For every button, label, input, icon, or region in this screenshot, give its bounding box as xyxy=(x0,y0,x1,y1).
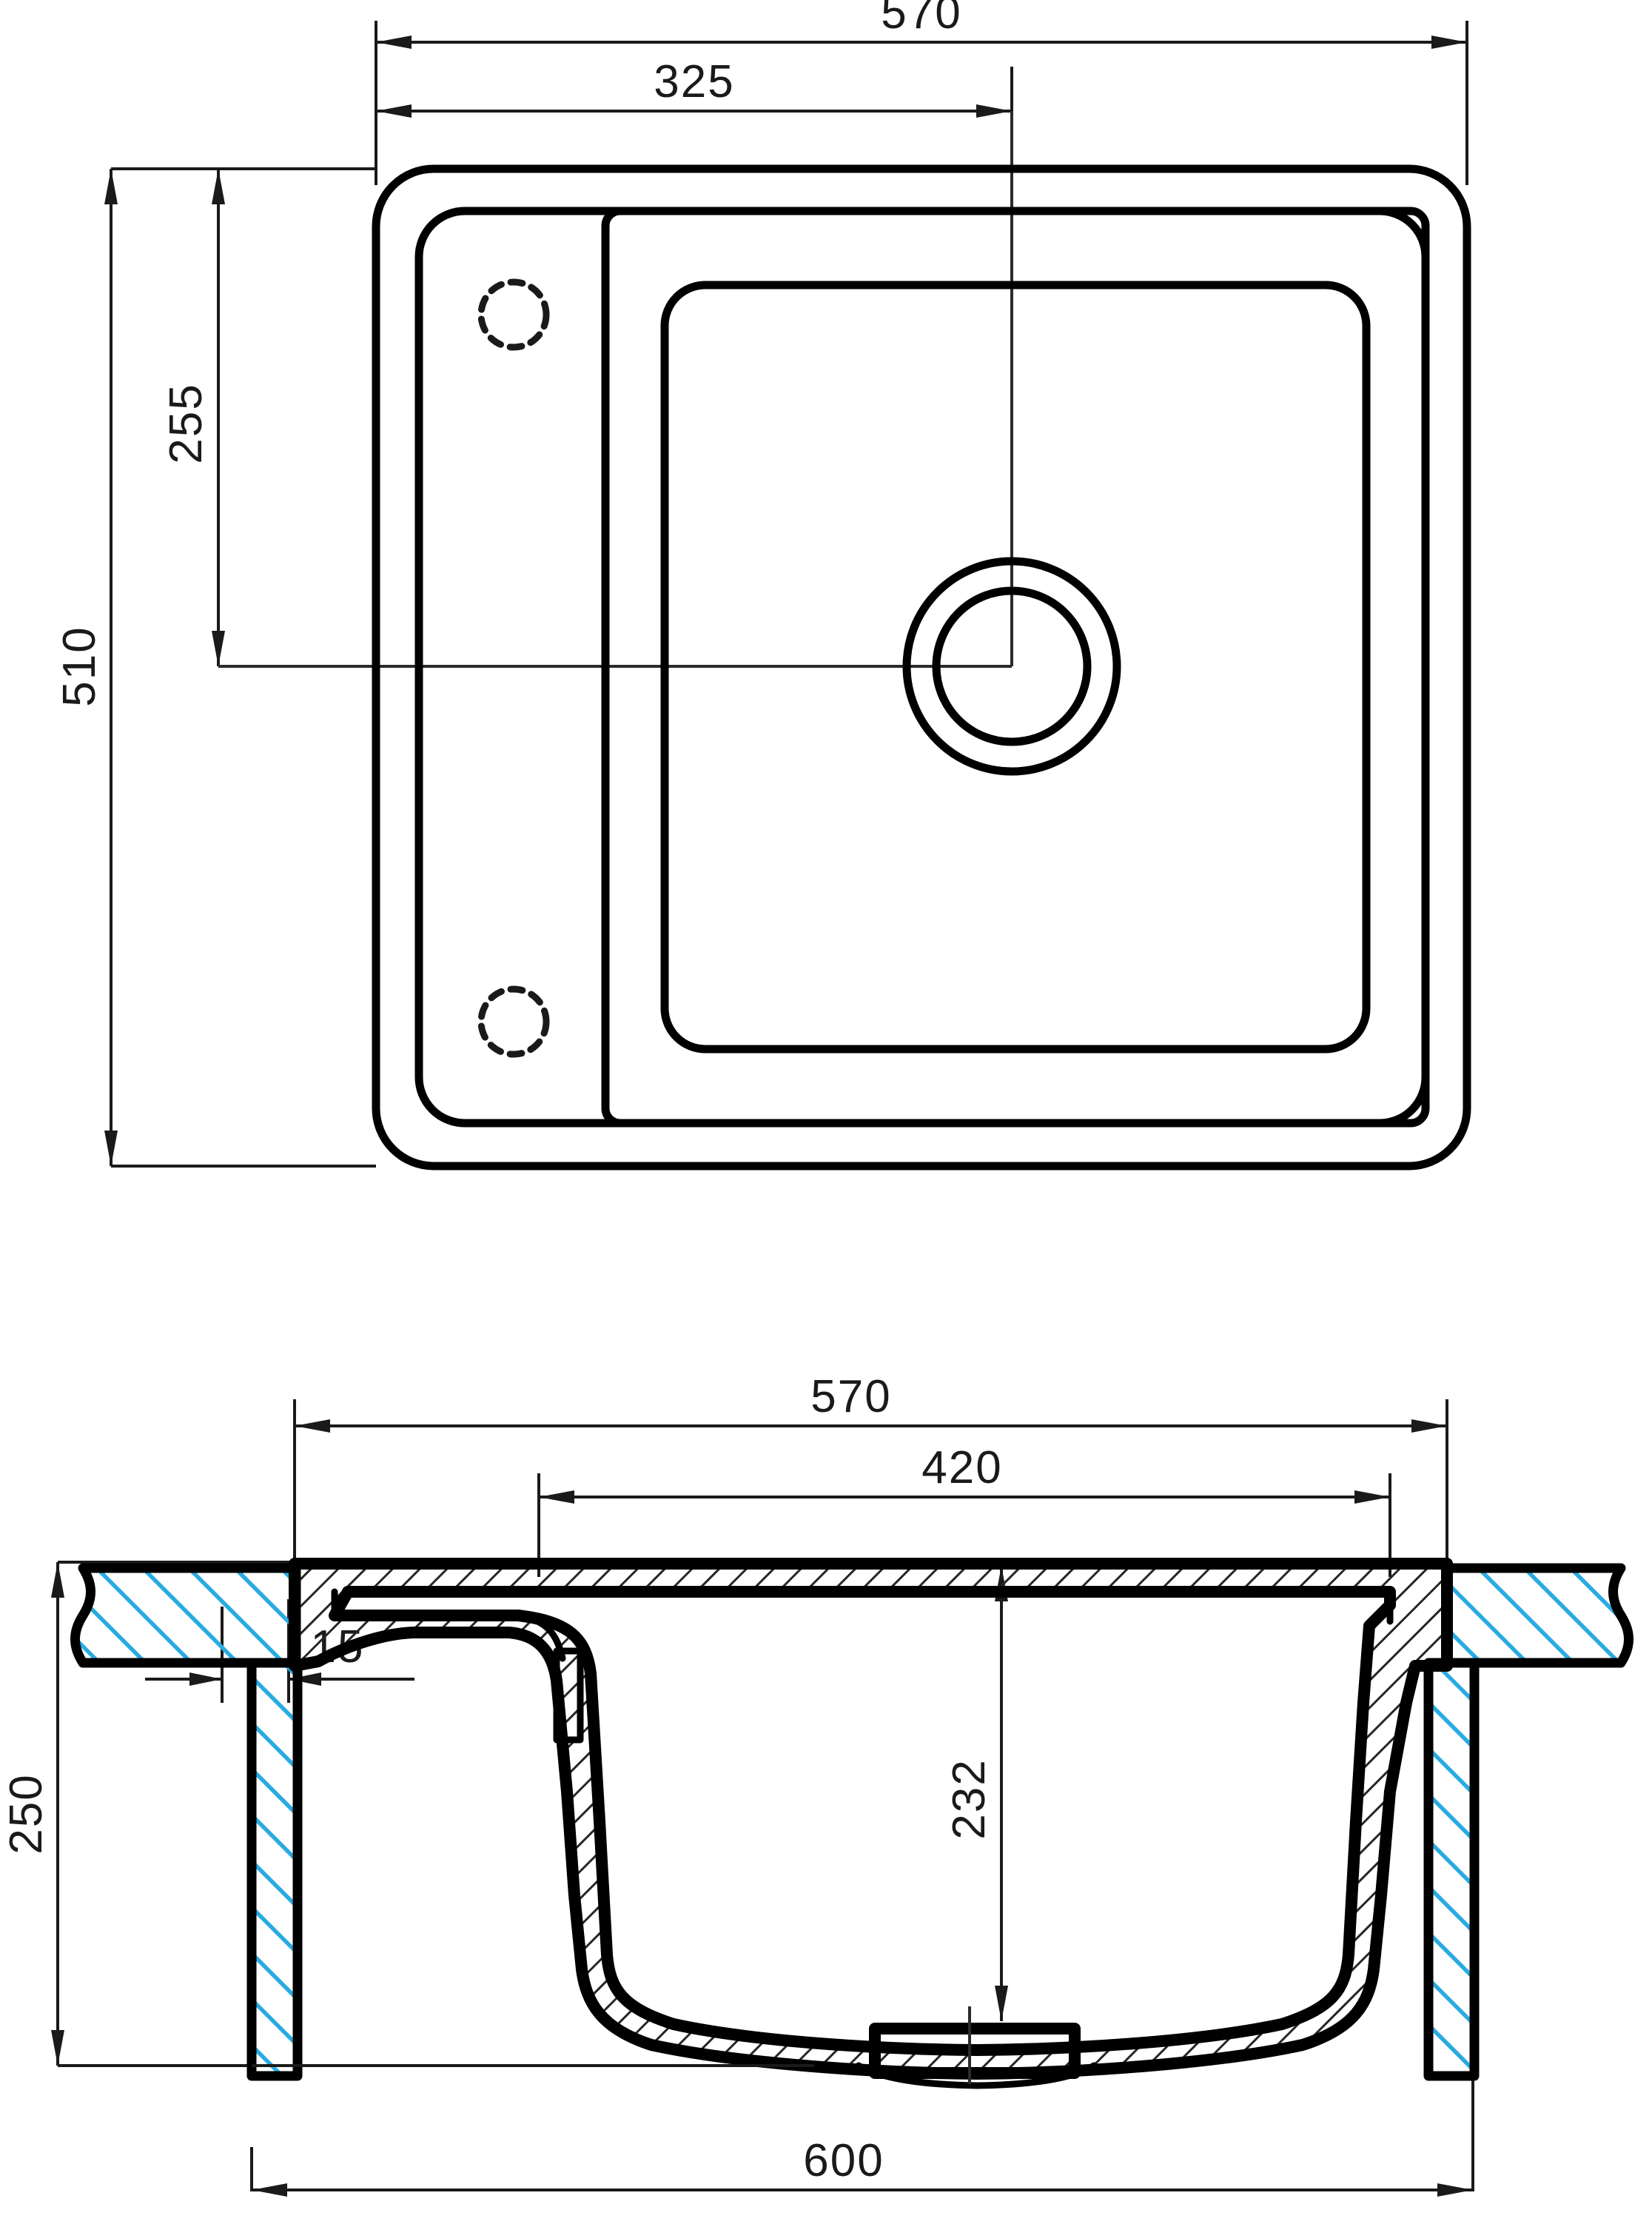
sink-outer-profile xyxy=(289,1558,1453,2080)
dim-label-top-570: 570 xyxy=(881,0,961,38)
sink-rim-detail-left xyxy=(292,1564,584,1744)
section-view-group: 570 420 250 232 xyxy=(1,1371,1633,2197)
drain-boss-section xyxy=(855,2023,1098,2089)
dim-label-top-255: 255 xyxy=(161,383,212,463)
dim-sec-570: 570 xyxy=(295,1371,1447,1433)
sink-rim-detail-right xyxy=(1386,1564,1451,1670)
dim-label-sec-570: 570 xyxy=(810,1371,891,1422)
sink-section-body xyxy=(295,1564,1447,2073)
dim-sec-420: 420 xyxy=(539,1442,1390,1504)
dim-label-sec-420: 420 xyxy=(921,1442,1002,1493)
countertop-right xyxy=(1442,1563,1633,1668)
sink-bowl-floor xyxy=(660,281,1371,1054)
sink-rim-step-left xyxy=(291,1629,513,1670)
dim-label-sec-250: 250 xyxy=(1,1773,52,1854)
sink-outer-rim xyxy=(372,164,1471,1171)
tap-hole-upper-icon xyxy=(477,278,550,351)
top-view-group: 570 325 510 255 xyxy=(54,0,1471,1171)
dim-top-510: 510 xyxy=(54,169,118,1166)
cabinet-panel-right xyxy=(1423,1658,1480,2081)
dim-sec-232: 232 xyxy=(944,1566,1008,2021)
drain-inner-circle xyxy=(932,586,1092,746)
dim-label-top-325: 325 xyxy=(654,56,734,107)
drain-center-lines xyxy=(218,111,1013,668)
tap-hole-lower-icon xyxy=(477,985,550,1058)
drain-outer-circle xyxy=(902,557,1121,776)
dim-top-570: 570 xyxy=(376,0,1467,49)
dim-top-325: 325 xyxy=(376,56,1012,118)
top-view-extension-lines xyxy=(111,21,1468,1168)
dim-label-sec-232: 232 xyxy=(944,1758,995,1839)
dim-sec-600: 600 xyxy=(252,2135,1473,2197)
sink-bowl-inner-profile xyxy=(329,1586,1396,2056)
countertop-left xyxy=(70,1563,301,1668)
cabinet-panel-left xyxy=(246,1658,303,2081)
dim-label-sec-600: 600 xyxy=(803,2135,884,2186)
sink-bowl-boundary xyxy=(601,207,1430,1128)
dim-top-255: 255 xyxy=(161,169,225,666)
dim-label-top-510: 510 xyxy=(54,626,105,706)
dim-sec-250: 250 xyxy=(1,1562,64,2066)
